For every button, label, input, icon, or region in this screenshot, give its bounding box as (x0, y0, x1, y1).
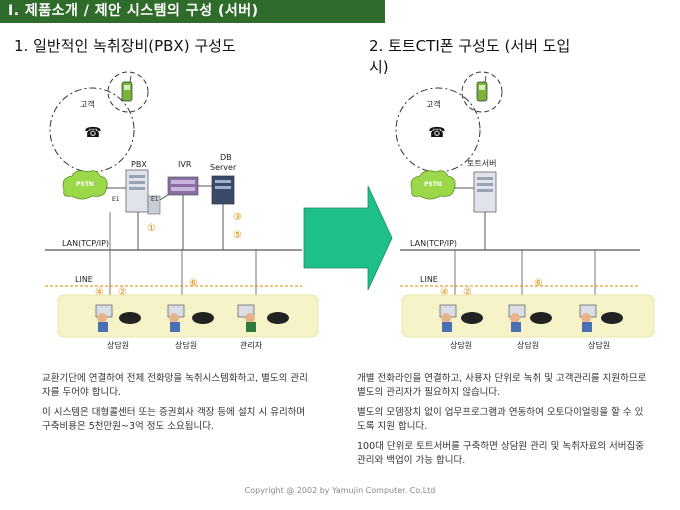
left-diagram: ☎ (45, 71, 319, 338)
ivr-label: IVR (178, 160, 192, 169)
lan-label: LAN(TCP/IP) (62, 239, 110, 248)
mobile-phone-icon-right (476, 75, 488, 102)
pstn-cloud-icon-right (410, 170, 456, 200)
pstn-label-right: PSTN (424, 181, 442, 188)
pbx-label: PBX (131, 160, 147, 169)
agent-label-r3: 상담원 (588, 341, 611, 350)
agent-label-1: 상담원 (107, 341, 130, 350)
pstn-label: PSTN (76, 181, 94, 188)
right-desc-2: 별도의 모뎀장치 없이 업무프로그램과 연동하여 오토다이얼링을 할 수 있도록… (357, 407, 644, 432)
right-desc-3: 100대 단위로 토트서버를 구축하면 상담원 관리 및 녹취자료의 서버집중관… (357, 441, 645, 466)
right-section-title-line1: 2. 토트CTI폰 구성도 (서버 도입 (369, 37, 571, 55)
left-desc-1: 교환기단에 연결하여 전체 전화망을 녹취시스템화하고, 별도의 관리자를 두어… (42, 373, 308, 398)
agent-label-r1: 상담원 (450, 341, 473, 350)
pbx-server-icon (125, 169, 161, 215)
line-label: LINE (75, 275, 93, 284)
right-section-title-line2: 시) (369, 58, 389, 76)
tote-server-icon (473, 171, 497, 213)
agent-label-2: 상담원 (175, 341, 198, 350)
marker-4: ④ (95, 287, 104, 298)
right-description: 개별 전화라인을 연결하고, 사용자 단위로 녹취 및 고객관리를 지원하므로 … (357, 372, 649, 474)
agent-workstation-r3 (579, 304, 623, 332)
right-desc-1: 개별 전화라인을 연결하고, 사용자 단위로 녹취 및 고객관리를 지원하므로 … (357, 373, 647, 398)
manager-workstation (237, 304, 289, 332)
mobile-phone-icon (121, 75, 133, 102)
agent-workstation-r1 (439, 304, 483, 332)
left-section-title: 1. 일반적인 녹취장비(PBX) 구성도 (14, 37, 236, 55)
e1-label-b: E1 (151, 196, 159, 203)
left-desc-2: 이 시스템은 대형콜센터 또는 증권회사 객장 등에 설치 시 유리하며 구축비… (42, 407, 306, 432)
mobile-circle (107, 71, 149, 113)
page-header: Ⅰ. 제품소개 / 제안 시스템의 구성 (서버) (0, 0, 385, 23)
server-label: 토트서버 (467, 159, 497, 168)
agent-workstation-2 (167, 304, 214, 332)
copyright-footer: Copyright @ 2002 by Yamujin Computer. Co… (244, 486, 436, 495)
mobile-circle-right (461, 71, 503, 113)
left-description: 교환기단에 연결하여 전체 전화망을 녹취시스템화하고, 별도의 관리자를 두어… (42, 372, 310, 440)
db-label-line1: DB (220, 153, 232, 162)
agent-workstation-1 (95, 304, 141, 332)
db-label-line2: Server (210, 163, 237, 172)
line-label-right: LINE (420, 275, 438, 284)
pstn-cloud-icon (62, 170, 108, 200)
e1-label-a: E1 (112, 196, 120, 203)
transition-arrow (303, 185, 393, 291)
marker-6-right: ⑥ (534, 278, 543, 289)
marker-6: ⑥ (189, 278, 198, 289)
customer-label-right: 고객 (426, 100, 441, 109)
telephone-icon: ☎ (84, 125, 101, 141)
customer-label: 고객 (80, 100, 95, 109)
lan-label-right: LAN(TCP/IP) (410, 239, 458, 248)
marker-1: ① (147, 223, 156, 234)
marker-4-right: ④ (440, 287, 449, 298)
telephone-icon-right: ☎ (428, 125, 445, 141)
db-server-icon (211, 175, 235, 205)
agent-workstation-r2 (508, 304, 552, 332)
marker-2-right: ② (463, 287, 472, 298)
marker-2: ② (118, 287, 127, 298)
marker-3: ③ (233, 212, 242, 223)
marker-5: ⑤ (233, 230, 242, 241)
agent-label-r2: 상담원 (517, 341, 540, 350)
manager-label: 관리자 (240, 341, 263, 350)
right-diagram: ☎ (395, 71, 655, 338)
ivr-unit-icon (167, 176, 199, 196)
